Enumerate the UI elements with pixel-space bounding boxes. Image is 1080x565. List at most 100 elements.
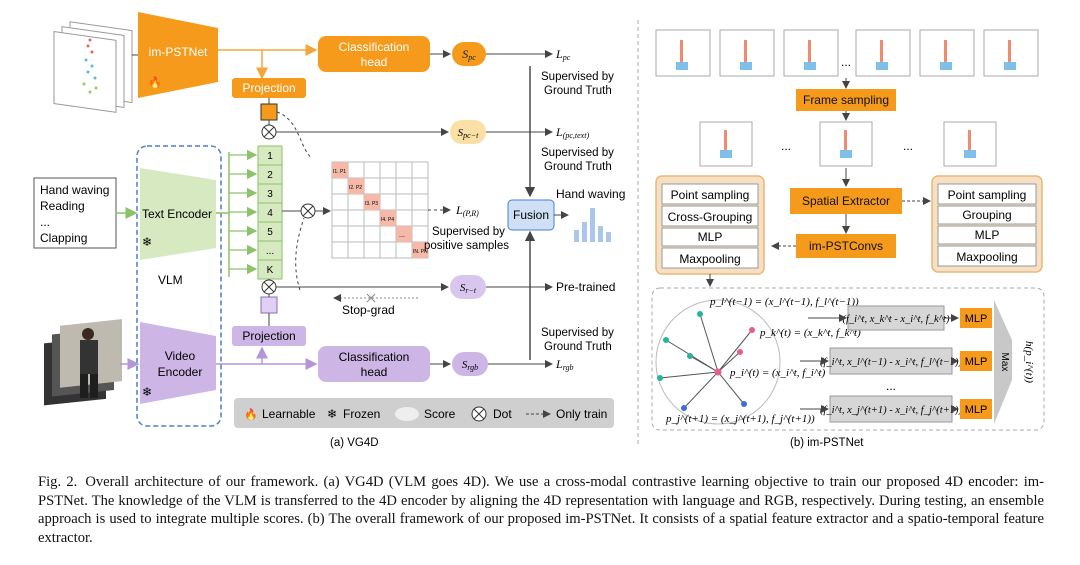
flame-icon: 🔥 bbox=[148, 76, 162, 89]
feature-row-2 bbox=[829, 347, 953, 375]
score-rt-label: Sr−t bbox=[460, 282, 477, 295]
legend-frozen: Frozen bbox=[343, 407, 380, 421]
spatial-extractor bbox=[790, 188, 902, 214]
vlm-label: VLM bbox=[158, 273, 183, 287]
caption-label: Fig. 2. bbox=[38, 474, 78, 490]
input-text-2: Reading bbox=[40, 199, 85, 213]
point-p-i: p_i^(t) = (x_i^t, f_i^t) bbox=[729, 367, 826, 379]
video-encoder bbox=[140, 322, 216, 404]
frames-ellipsis-mid-1: ... bbox=[781, 139, 791, 153]
pc-embedding bbox=[260, 103, 278, 121]
loss-pr: L(P,R) bbox=[455, 203, 479, 218]
output-h: h(p_i^(t)) bbox=[1023, 341, 1035, 383]
detail-container bbox=[651, 287, 1045, 431]
right-grouping: Grouping bbox=[962, 208, 1011, 222]
supervised-gt-3b: Ground Truth bbox=[544, 341, 612, 353]
projection-bottom bbox=[232, 326, 306, 346]
sampled-frames bbox=[699, 121, 997, 167]
mlp-1 bbox=[960, 308, 992, 328]
score-rt bbox=[450, 275, 486, 299]
score-pc bbox=[452, 42, 486, 66]
right-maxpooling: Maxpooling bbox=[956, 250, 1017, 264]
mlp-1-label: MLP bbox=[965, 313, 988, 325]
architecture-figure: im-PSTNet 🔥 Classification head Spc Lpc … bbox=[33, 12, 1045, 449]
frozen-icon: ❄ bbox=[327, 407, 337, 421]
im-pstnet-label: im-PSTNet bbox=[149, 45, 208, 59]
token-k: K bbox=[267, 265, 274, 276]
supervised-gt-1a: Supervised by bbox=[541, 71, 614, 83]
supervised-pos-a: Supervised by bbox=[432, 226, 505, 238]
input-text-3: ... bbox=[40, 215, 50, 229]
spatial-extractor-label: Spatial Extractor bbox=[802, 194, 890, 208]
token-3: 3 bbox=[267, 189, 273, 200]
matrix-label-2: I2. P2 bbox=[349, 185, 362, 191]
max-pool-block bbox=[994, 300, 1012, 424]
left-cross-grouping: Cross-Grouping bbox=[668, 210, 753, 224]
figure-caption: Fig. 2.Overall architecture of our frame… bbox=[38, 473, 1044, 547]
classification-head-top bbox=[318, 36, 430, 72]
neighborhood-circle bbox=[655, 299, 781, 425]
max-label: Max bbox=[999, 353, 1010, 372]
legend-box bbox=[234, 398, 614, 428]
classification-head-bottom bbox=[318, 346, 430, 382]
im-pstconvs bbox=[796, 234, 896, 258]
frames-ellipsis-top: ... bbox=[841, 55, 851, 69]
supervised-gt-3a: Supervised by bbox=[541, 327, 614, 339]
im-pstconvs-label: im-PSTConvs bbox=[809, 239, 883, 253]
feature-row-2-label: (f_i^t, x_l^(t−1) - x_i^t, f_l^(t−1)) bbox=[820, 357, 963, 368]
classification-head-top-line2: head bbox=[361, 55, 388, 69]
rgb-embedding bbox=[260, 296, 278, 314]
output-label: Hand waving bbox=[556, 187, 625, 201]
classification-head-bottom-line2: head bbox=[361, 365, 388, 379]
video-encoder-label-2: Encoder bbox=[158, 365, 203, 379]
pretrained-label: Pre-trained bbox=[556, 280, 615, 294]
loss-rgb: Lrgb bbox=[555, 357, 574, 372]
projection-top bbox=[232, 78, 306, 98]
supervised-pos-b: positive samples bbox=[424, 240, 509, 252]
mlp-3-label: MLP bbox=[965, 404, 988, 416]
frame-sampling bbox=[796, 89, 896, 111]
matrix-label-4: I4. P4 bbox=[381, 217, 394, 223]
matrix-label-6: IN. PN bbox=[413, 249, 428, 255]
legend-dot: Dot bbox=[493, 407, 512, 421]
projection-bottom-label: Projection bbox=[242, 329, 295, 343]
token-2: 2 bbox=[267, 170, 273, 181]
caption-text: Overall architecture of our framework. (… bbox=[38, 474, 1044, 546]
feature-row-3-label: (f_i^t, x_j^(t+1) - x_i^t, f_j^(t+1)) bbox=[820, 405, 963, 416]
text-encoder-label: Text Encoder bbox=[142, 207, 212, 221]
text-token-column bbox=[257, 145, 283, 280]
matrix-label-3: I3. P3 bbox=[365, 201, 378, 207]
learnable-icon: 🔥 bbox=[244, 408, 258, 421]
left-mlp: MLP bbox=[698, 230, 723, 244]
feature-rows-ellipsis: ... bbox=[886, 379, 896, 393]
mlp-2 bbox=[960, 351, 992, 371]
point-p-t-minus: p_l^(t−1) = (x_l^(t−1), f_l^(t−1)) bbox=[709, 296, 859, 308]
point-p-k: p_k^(t) = (x_k^t, f_k^t) bbox=[759, 327, 861, 339]
token-1: 1 bbox=[267, 151, 273, 162]
token-5: 5 bbox=[267, 227, 273, 238]
supervised-gt-2a: Supervised by bbox=[541, 147, 614, 159]
output-bar-icon bbox=[574, 208, 611, 242]
right-point-sampling: Point sampling bbox=[948, 188, 1027, 202]
score-rgb-label: Srgb bbox=[462, 359, 478, 372]
stop-grad-label: Stop-grad bbox=[342, 303, 395, 317]
loss-pc: Lpc bbox=[555, 47, 571, 62]
score-rgb bbox=[452, 352, 488, 376]
legend-learnable: Learnable bbox=[262, 407, 316, 421]
feature-row-1 bbox=[847, 305, 945, 331]
loss-pctext: L(pc,text) bbox=[555, 125, 589, 140]
text-encoder bbox=[140, 168, 216, 260]
mlp-3 bbox=[960, 399, 992, 419]
point-cloud-frames bbox=[53, 21, 133, 113]
feature-row-3 bbox=[829, 395, 953, 423]
supervised-gt-1b: Ground Truth bbox=[544, 85, 612, 97]
token-ellipsis: ... bbox=[266, 246, 274, 257]
token-4: 4 bbox=[267, 208, 273, 219]
frame-sampling-label: Frame sampling bbox=[803, 93, 889, 107]
score-pct bbox=[450, 120, 486, 144]
legend-only-train: Only train bbox=[556, 407, 607, 421]
projection-top-label: Projection bbox=[242, 81, 295, 95]
video-encoder-label-1: Video bbox=[165, 349, 196, 363]
snowflake-icon-text: ❄ bbox=[142, 235, 152, 249]
caption-b: (b) im-PSTNet bbox=[790, 437, 864, 449]
